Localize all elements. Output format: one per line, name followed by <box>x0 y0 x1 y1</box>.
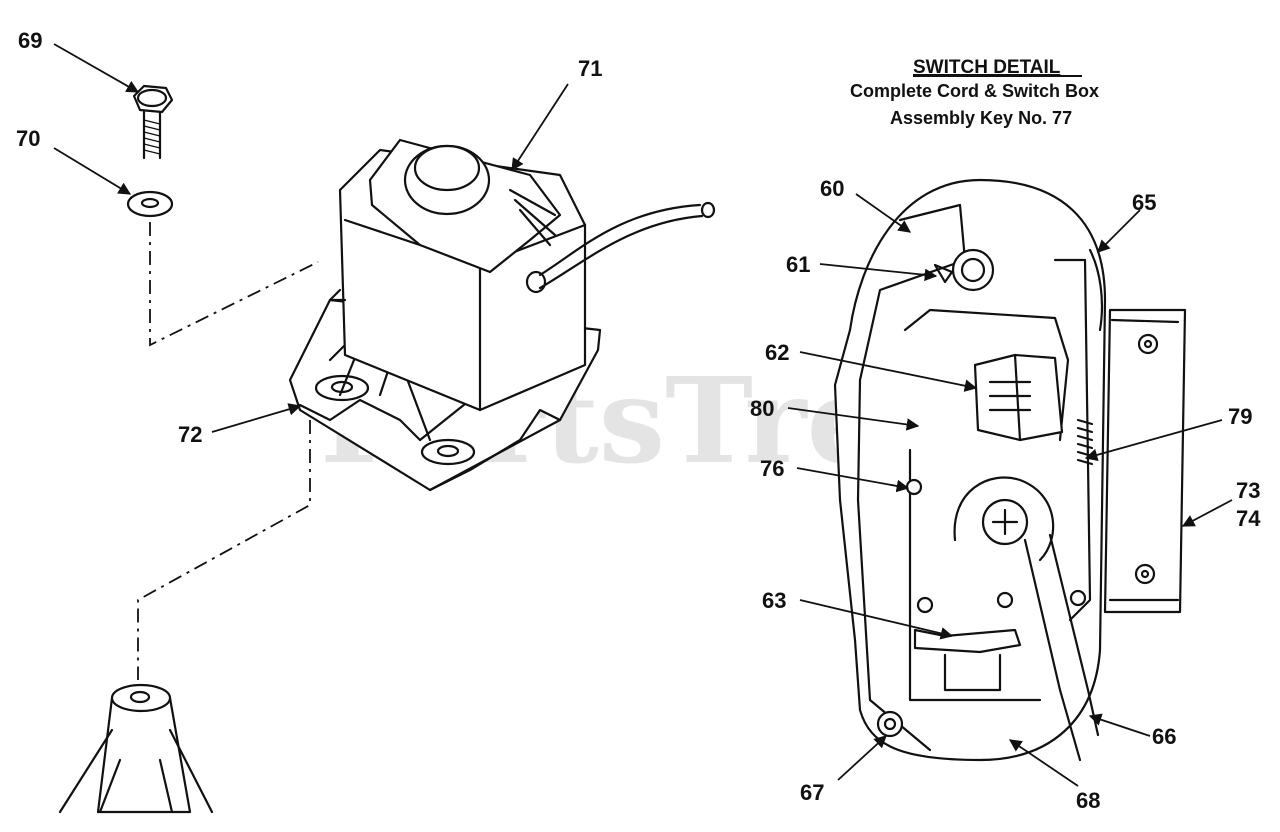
callout-68: 68 <box>1076 788 1100 813</box>
detail-line1: Complete Cord & Switch Box <box>850 81 1099 101</box>
callout-61: 61 <box>786 252 810 277</box>
alignment-line-top <box>149 222 319 347</box>
callout-66: 66 <box>1152 724 1176 749</box>
leader-65 <box>1097 209 1141 253</box>
leader-70 <box>53 147 132 195</box>
motor-part-71 <box>288 138 716 492</box>
callout-63: 63 <box>762 588 786 613</box>
alignment-line-bottom <box>137 420 311 680</box>
bolt-part-69 <box>132 84 174 160</box>
callout-79: 79 <box>1228 404 1252 429</box>
leader-66 <box>1088 713 1151 737</box>
leader-73-74 <box>1181 499 1233 527</box>
callout-65: 65 <box>1132 190 1156 215</box>
callout-60: 60 <box>820 176 844 201</box>
detail-line2: Assembly Key No. 77 <box>890 108 1072 128</box>
leader-79 <box>1084 419 1223 462</box>
leader-80 <box>787 407 920 431</box>
leader-68 <box>1008 739 1079 787</box>
leader-63 <box>799 599 954 640</box>
callout-67: 67 <box>800 780 824 805</box>
callout-73: 73 <box>1236 478 1260 503</box>
callout-71: 71 <box>578 56 602 81</box>
leader-71 <box>511 83 569 172</box>
leader-69 <box>53 43 140 93</box>
callout-70: 70 <box>16 126 40 151</box>
cone-base <box>58 683 214 814</box>
callout-62: 62 <box>765 340 789 365</box>
callout-76: 76 <box>760 456 784 481</box>
callout-74: 74 <box>1236 506 1261 531</box>
leader-60 <box>855 193 912 233</box>
callout-72: 72 <box>178 422 202 447</box>
switch-box-housing <box>833 178 1187 762</box>
leader-62 <box>799 351 978 392</box>
callout-80: 80 <box>750 396 774 421</box>
callout-69: 69 <box>18 28 42 53</box>
leader-67 <box>837 735 887 781</box>
leader-61 <box>819 263 938 282</box>
leader-72 <box>211 403 302 433</box>
detail-title: SWITCH DETAIL <box>913 57 1061 78</box>
washer-part-70 <box>126 190 174 218</box>
leader-76 <box>796 467 910 493</box>
